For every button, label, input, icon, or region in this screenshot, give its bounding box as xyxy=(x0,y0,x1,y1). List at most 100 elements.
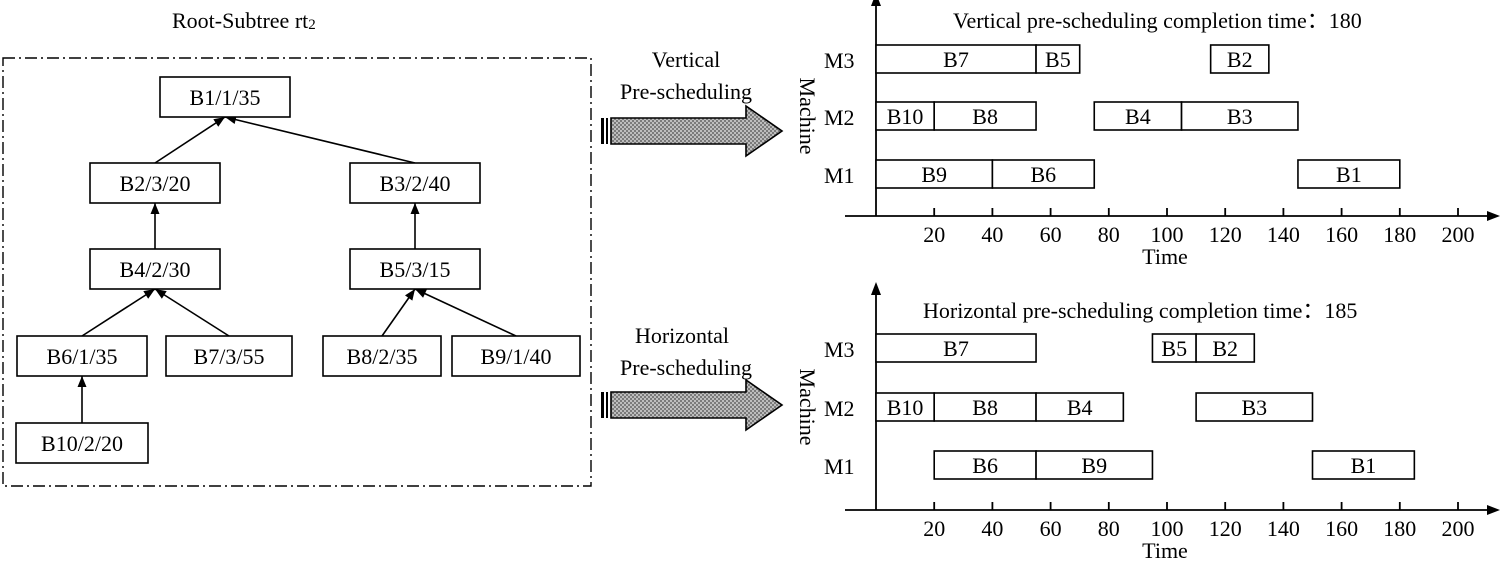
machine-label-m3: M3 xyxy=(824,337,855,362)
x-tick-label-180: 180 xyxy=(1383,516,1416,541)
x-tick-label-200: 200 xyxy=(1442,516,1475,541)
tree-edge-B6-to-B4 xyxy=(81,288,156,337)
bar-m2-b8: B8 xyxy=(933,101,1037,131)
tree-node-label: B4/2/30 xyxy=(120,257,191,282)
tree-title: Root-Subtree rt2 xyxy=(172,8,316,33)
gantt-bar xyxy=(991,159,1096,189)
gantt-bar xyxy=(1180,101,1299,131)
bar-m2-b10: B10 xyxy=(875,392,936,422)
y-axis-label: Machine xyxy=(795,369,820,446)
bar-m1-b6: B6 xyxy=(991,159,1096,189)
x-axis-arrowhead xyxy=(1487,505,1500,515)
bar-m2-b4: B4 xyxy=(1093,101,1183,131)
gantt-bar xyxy=(1035,392,1125,422)
horizontal-arrow-label-line2: Pre-scheduling xyxy=(620,355,752,380)
machine-label-m2: M2 xyxy=(824,396,855,421)
tree-node-b10: B10/2/20 xyxy=(15,422,149,464)
gantt-bar xyxy=(933,450,1037,480)
gantt-bar-label: B3 xyxy=(1227,104,1253,129)
tree-node-b2: B2/3/20 xyxy=(89,162,221,204)
tree-node-b5: B5/3/15 xyxy=(349,248,481,290)
machine-label-m2: M2 xyxy=(824,105,855,130)
tree-node-b7: B7/3/55 xyxy=(165,335,293,377)
tree-edge-B2-to-B1 xyxy=(154,116,226,164)
x-axis-arrowhead xyxy=(1487,211,1500,221)
gantt-bar xyxy=(1297,159,1401,189)
tree-edge-arrowhead-B6-to-B4 xyxy=(143,289,155,299)
vertical-arrow-label-line2: Pre-scheduling xyxy=(620,79,752,104)
bar-m2-b3: B3 xyxy=(1180,101,1299,131)
x-tick-label-120: 120 xyxy=(1209,516,1242,541)
tree-node-box xyxy=(165,335,293,377)
gantt-bar xyxy=(1311,450,1416,480)
gantt-bar xyxy=(1035,450,1154,480)
bar-m3-b2: B2 xyxy=(1209,44,1270,74)
y-axis-label: Machine xyxy=(795,78,820,155)
gantt-bar xyxy=(933,101,1037,131)
tree-node-label: B10/2/20 xyxy=(41,431,123,456)
x-tick-label-140: 140 xyxy=(1267,222,1300,247)
vertical-arrow: Vertical Pre-scheduling xyxy=(601,47,784,158)
horizontal-arrow-label-line1: Horizontal xyxy=(635,323,729,348)
gantt-bar xyxy=(933,392,1037,422)
tree-edge-B9-to-B5 xyxy=(414,288,517,337)
bar-m1-b1: B1 xyxy=(1311,450,1416,480)
gantt-bar xyxy=(1195,333,1256,363)
tree-edge-B7-to-B4 xyxy=(154,288,230,337)
bar-m1-b1: B1 xyxy=(1297,159,1401,189)
tree-node-label: B3/2/40 xyxy=(380,171,451,196)
gantt-bar-label: B7 xyxy=(943,47,969,72)
gantt-bar-label: B1 xyxy=(1351,453,1377,478)
gantt-bar-label: B8 xyxy=(972,395,998,420)
chart-title: Vertical pre-scheduling completion time：… xyxy=(953,8,1362,33)
tree-node-b3: B3/2/40 xyxy=(349,162,481,204)
tree-edge-arrowhead-B5-to-B3 xyxy=(410,203,420,214)
tree-node-box xyxy=(451,335,581,377)
bar-m3-b7: B7 xyxy=(875,333,1037,363)
x-tick-label-60: 60 xyxy=(1040,222,1062,247)
x-tick-label-200: 200 xyxy=(1442,222,1475,247)
tree-node-b9: B9/1/40 xyxy=(451,335,581,377)
vertical-arrow-label-line1: Vertical xyxy=(652,47,720,72)
tree-node-label: B5/3/15 xyxy=(380,257,451,282)
gantt-bar-label: B6 xyxy=(972,453,998,478)
x-axis-label: Time xyxy=(1142,538,1188,563)
tree-edge-arrowhead-B9-to-B5 xyxy=(415,289,427,298)
x-tick-label-80: 80 xyxy=(1098,516,1120,541)
tree-node-box xyxy=(89,162,221,204)
bar-m1-b9: B9 xyxy=(875,159,994,189)
bar-m3-b5: B5 xyxy=(1151,333,1197,363)
gantt-bar-label: B1 xyxy=(1336,162,1362,187)
tree-node-label: B7/3/55 xyxy=(194,344,265,369)
x-tick-label-60: 60 xyxy=(1040,516,1062,541)
x-tick-label-160: 160 xyxy=(1325,222,1358,247)
gantt-bar-label: B3 xyxy=(1241,395,1267,420)
bar-m3-b2: B2 xyxy=(1195,333,1256,363)
subtree-frame xyxy=(2,57,592,487)
bar-m3-b5: B5 xyxy=(1035,44,1081,74)
tree-edge-arrowhead-B7-to-B4 xyxy=(155,289,167,299)
gantt-bar xyxy=(875,44,1037,74)
gantt-bar-label: B10 xyxy=(887,104,924,129)
gantt-bar-label: B5 xyxy=(1045,47,1071,72)
x-tick-label-80: 80 xyxy=(1098,222,1120,247)
vertical-arrow-shape xyxy=(610,104,784,158)
machine-label-m1: M1 xyxy=(824,454,855,479)
tree-node-box xyxy=(16,335,148,377)
tree-node-label: B2/3/20 xyxy=(120,171,191,196)
gantt-bar xyxy=(1209,44,1270,74)
tree-node-label: B1/1/35 xyxy=(190,85,261,110)
gantt-bar xyxy=(875,392,936,422)
machine-label-m3: M3 xyxy=(824,48,855,73)
tree-node-box xyxy=(349,248,481,290)
gantt-bar-label: B2 xyxy=(1212,336,1238,361)
bar-m2-b3: B3 xyxy=(1195,392,1314,422)
x-axis-label: Time xyxy=(1142,244,1188,269)
gantt-bar-label: B7 xyxy=(943,336,969,361)
gantt-bar-label: B4 xyxy=(1067,395,1093,420)
gantt-bar-label: B4 xyxy=(1125,104,1151,129)
